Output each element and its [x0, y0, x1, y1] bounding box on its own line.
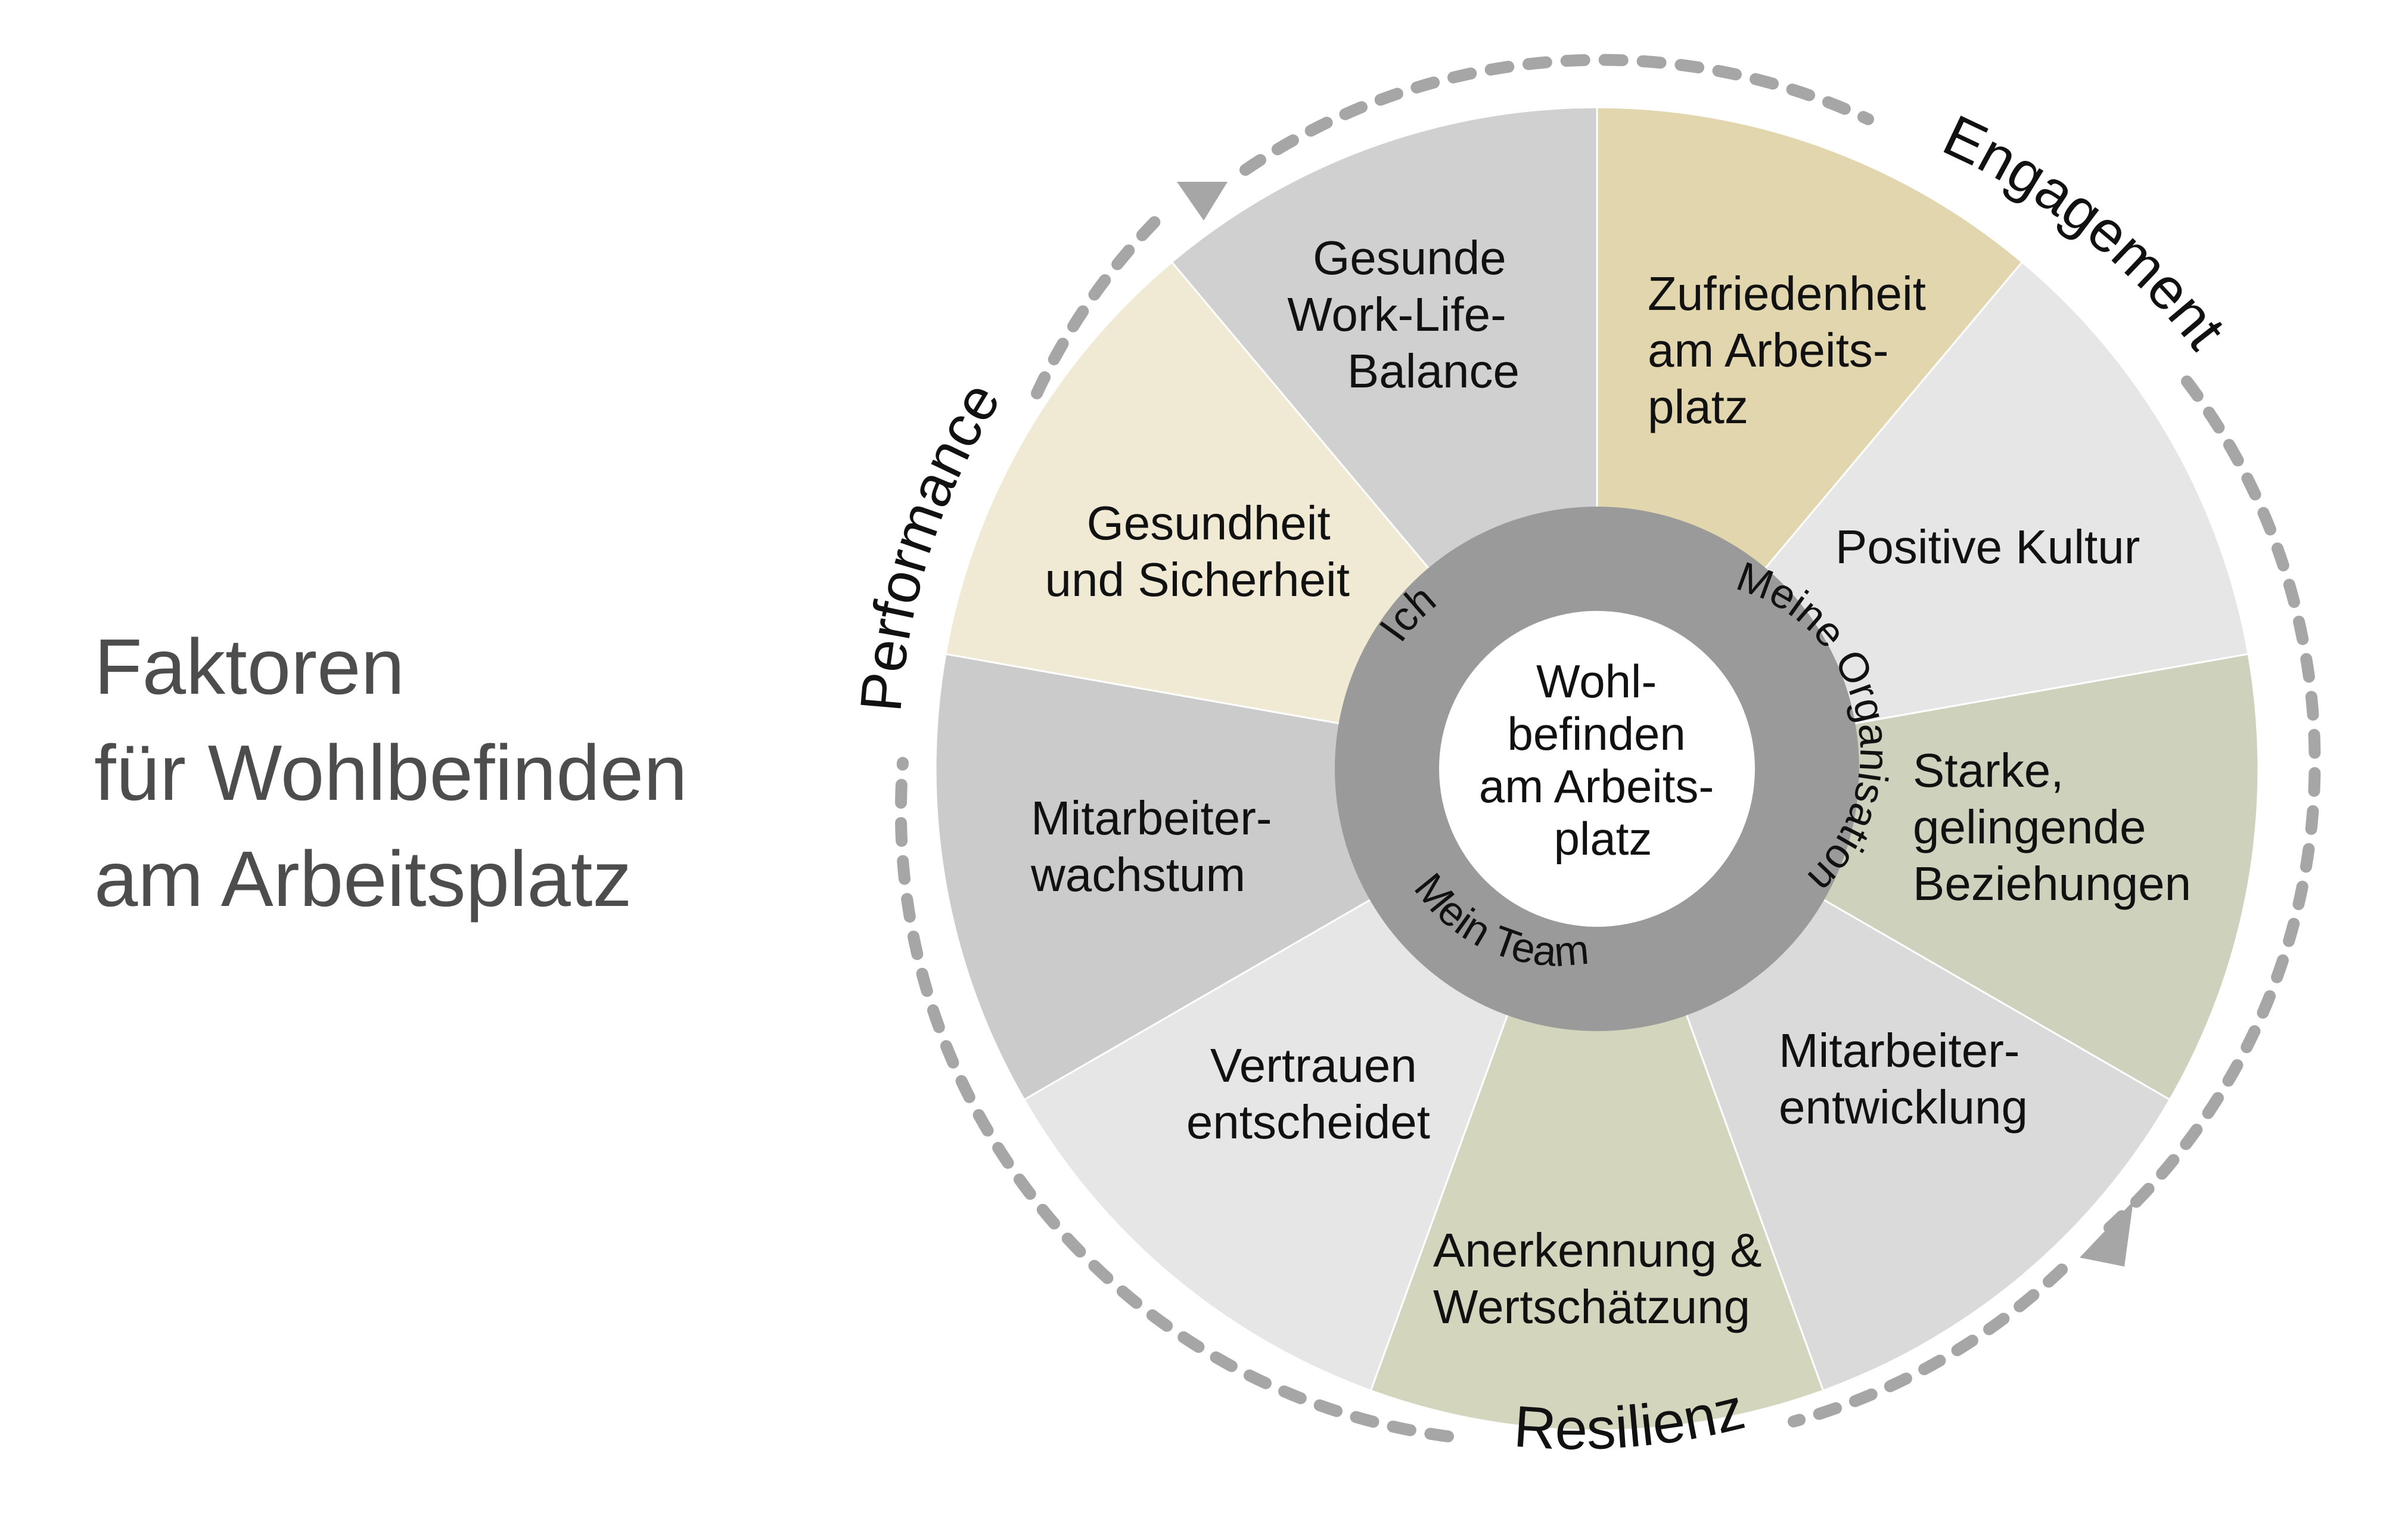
segment-label-gesundheit: Gesundheit und Sicherheit [1045, 496, 1350, 606]
segment-label-vertrauen: Vertrauen entscheidet [1186, 1039, 1430, 1149]
segment-label-zufriedenheit: Zufriedenheit am Arbeits- platz [1648, 267, 1939, 433]
center-line-2: befinden [1508, 707, 1686, 760]
segment-label-positive-kultur: Positive Kultur [1835, 520, 2140, 573]
wheel-segment-5 [1369, 766, 1825, 1432]
dashed-arc-left [1031, 203, 1174, 399]
center-circle [1439, 611, 1755, 927]
cycle-arrowhead-top-icon [1177, 182, 1228, 221]
dashed-arc-bottom [1788, 1264, 2068, 1427]
segment-label-mitarbeiterwachstum: Mitarbeiter- wachstum [1030, 792, 1285, 901]
cycle-arrowhead-right-icon [2080, 1201, 2133, 1267]
segment-label-starke-beziehungen: Starke, gelingende Beziehungen [1913, 744, 2191, 910]
segment-2-line-1: Positive Kultur [1835, 520, 2140, 573]
segment-label-mitarbeiterentwicklung: Mitarbeiter- entwicklung [1779, 1024, 2033, 1134]
segment-5-line-1: Anerkennung & [1433, 1224, 1762, 1277]
dashed-arc-top [1239, 54, 1874, 176]
segment-label-work-life-balance: Gesunde Work-Life- Balance [1287, 231, 1520, 398]
title-line-1: Faktoren [94, 623, 405, 710]
center-label: Wohl- befinden am Arbeits- platz [1479, 655, 1727, 865]
segment-7-line-1: Mitarbeiter- [1031, 792, 1272, 845]
segment-1-line-3: platz [1648, 380, 1748, 433]
segment-label-anerkennung: Anerkennung & Wertschätzung [1433, 1224, 1775, 1333]
cycle-dashed-ring [894, 54, 2321, 1442]
segment-3-line-1: Starke, [1913, 744, 2064, 797]
segment-9-line-3: Balance [1347, 344, 1520, 398]
segment-3-line-2: gelingende [1913, 800, 2146, 853]
segment-9-line-1: Gesunde [1313, 231, 1506, 284]
segment-8-line-1: Gesundheit [1087, 496, 1331, 550]
segment-1-line-2: am Arbeits- [1648, 324, 1889, 377]
segment-8-line-2: und Sicherheit [1045, 553, 1350, 606]
segment-3-line-3: Beziehungen [1913, 857, 2191, 910]
center-line-1: Wohl- [1536, 655, 1657, 707]
title-line-3: am Arbeitsplatz [94, 835, 632, 923]
diagram-title: Faktoren für Wohlbefinden am Arbeitsplat… [94, 614, 869, 932]
segment-6-line-1: Vertrauen [1210, 1039, 1417, 1092]
dashed-arc-right [2103, 375, 2321, 1234]
segment-1-line-1: Zufriedenheit [1648, 267, 1926, 320]
center-line-3: am Arbeits- [1479, 760, 1714, 812]
segment-7-line-2: wachstum [1030, 848, 1245, 901]
center-line-4: platz [1554, 812, 1652, 865]
segment-6-line-2: entscheidet [1186, 1095, 1430, 1149]
segment-4-line-2: entwicklung [1779, 1081, 2028, 1134]
segment-5-line-2: Wertschätzung [1433, 1280, 1750, 1333]
title-line-2: für Wohlbefinden [94, 729, 688, 817]
dashed-arc-bottom-left [894, 757, 1454, 1442]
segment-4-line-1: Mitarbeiter- [1779, 1024, 2020, 1077]
segment-9-line-2: Work-Life- [1287, 288, 1506, 341]
